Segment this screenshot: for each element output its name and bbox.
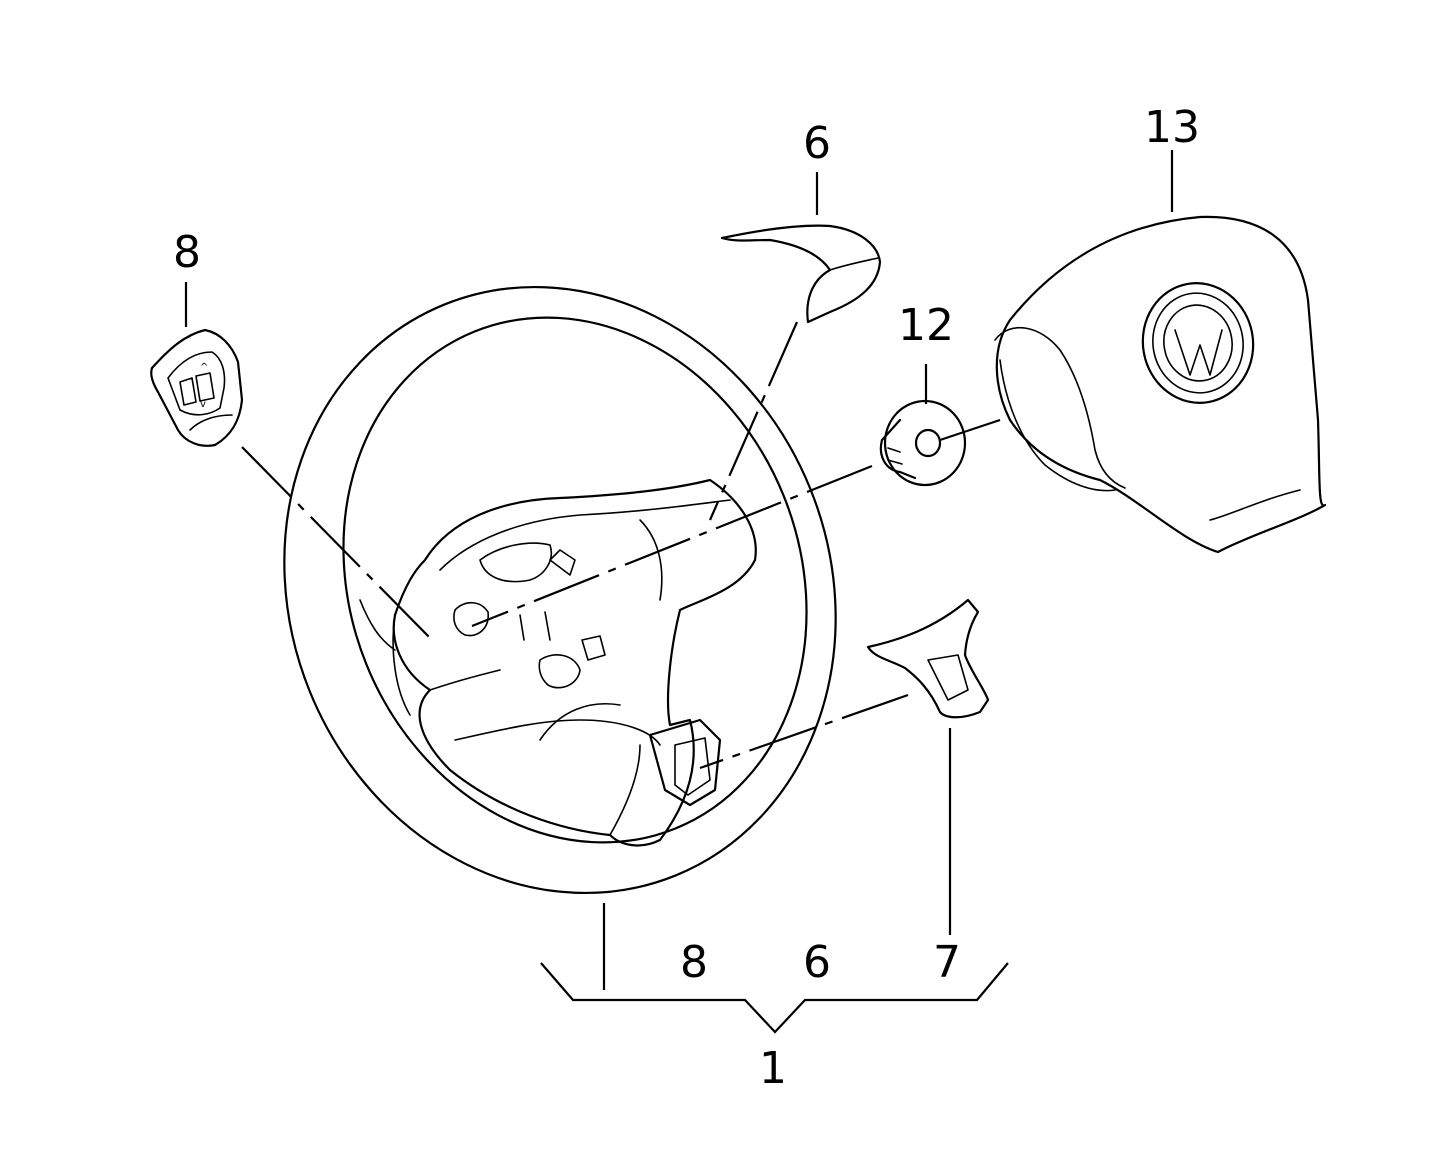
multifunction-switch: ^ v bbox=[150, 328, 244, 447]
trim-panel bbox=[866, 598, 990, 719]
callout-6: 6 bbox=[803, 118, 831, 169]
airbag-unit bbox=[994, 215, 1327, 554]
callout-13: 13 bbox=[1144, 102, 1200, 153]
callout-group-8: 8 bbox=[680, 937, 708, 988]
callout-12: 12 bbox=[898, 300, 954, 351]
callout-labels: 6 13 8 12 8 6 7 1 bbox=[173, 102, 1200, 1094]
trim-cover bbox=[720, 224, 882, 324]
steering-wheel bbox=[283, 285, 837, 895]
svg-text:^: ^ bbox=[200, 362, 208, 373]
callout-group-7: 7 bbox=[933, 937, 961, 988]
grommet bbox=[879, 399, 967, 487]
svg-text:v: v bbox=[200, 399, 206, 410]
callout-group-6: 6 bbox=[803, 937, 831, 988]
leader-lines bbox=[184, 150, 1174, 1034]
callout-8: 8 bbox=[173, 227, 201, 278]
callout-1: 1 bbox=[759, 1043, 787, 1094]
